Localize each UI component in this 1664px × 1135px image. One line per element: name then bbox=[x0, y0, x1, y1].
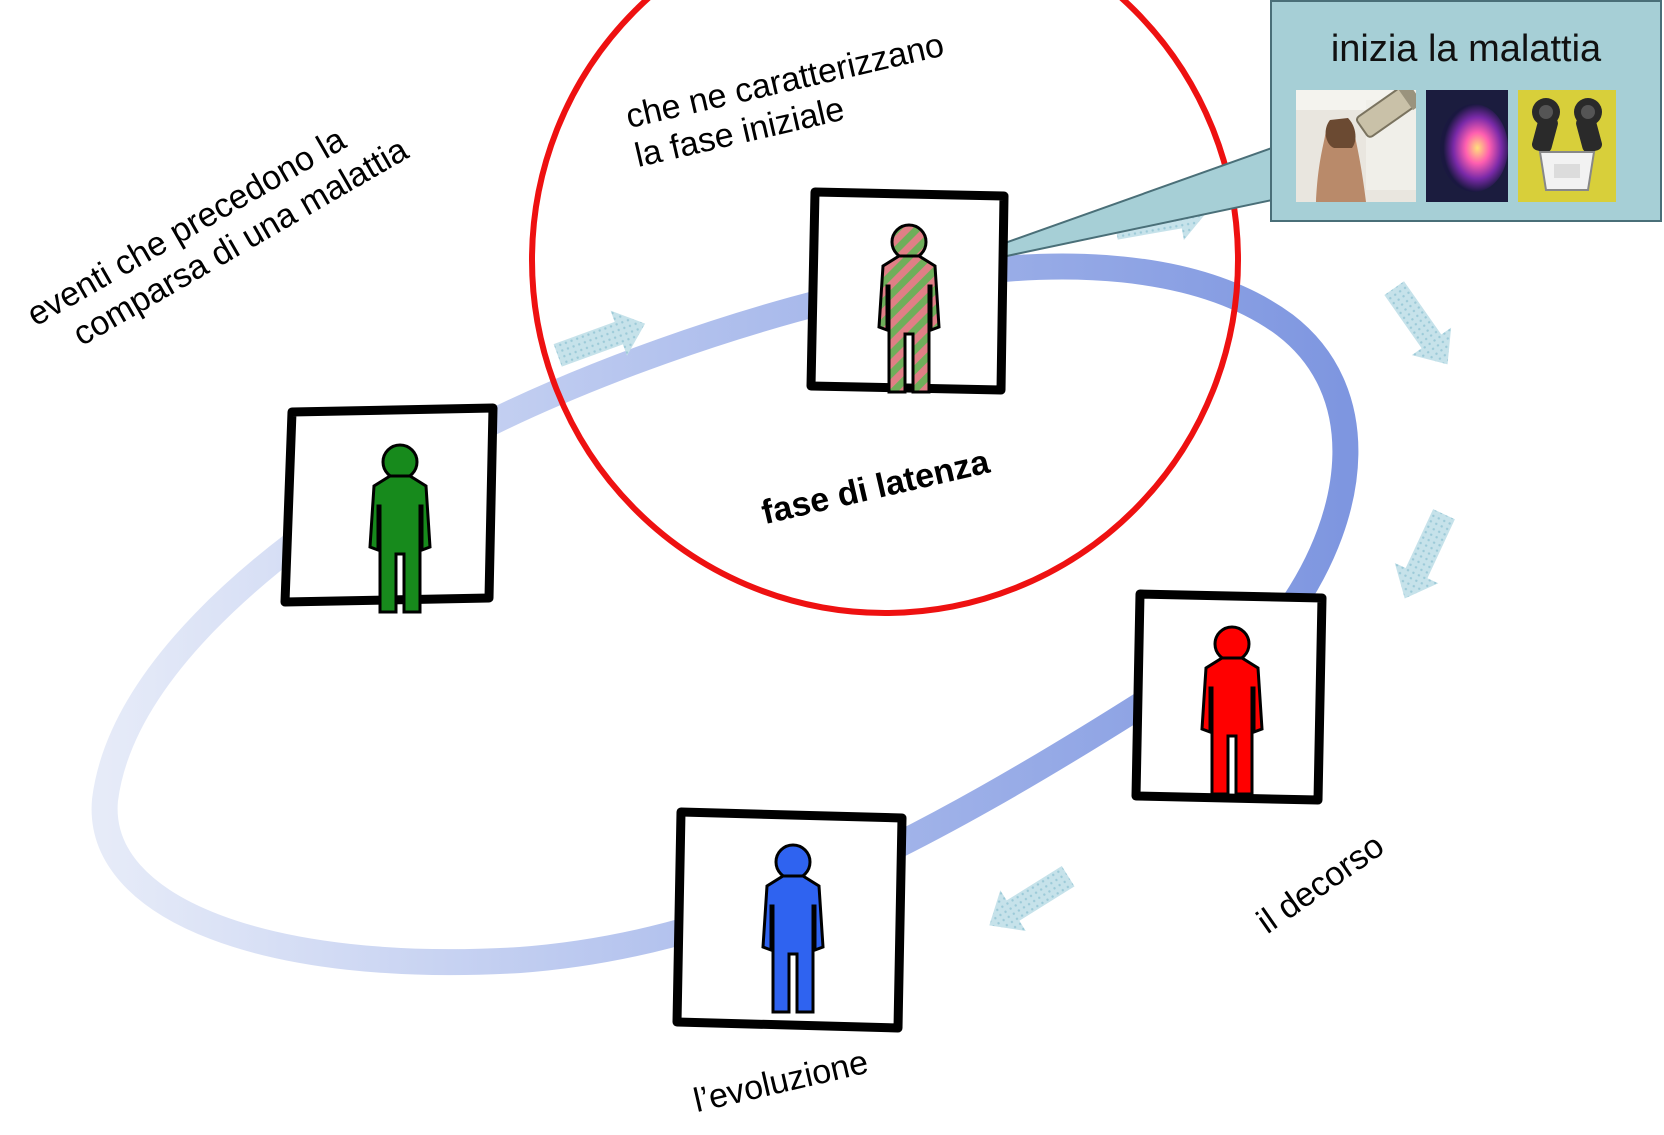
figure-evolution bbox=[672, 807, 907, 1033]
callout-box: inizia la malattia bbox=[1270, 0, 1662, 222]
figure-latency bbox=[806, 187, 1009, 395]
mammography-photo bbox=[1296, 90, 1416, 202]
arrow-down-1 bbox=[1384, 281, 1452, 365]
arrow-course-to-evolution bbox=[989, 865, 1075, 931]
figure-course bbox=[1131, 589, 1327, 805]
callout-title: inizia la malattia bbox=[1330, 28, 1602, 70]
thermal-image bbox=[1426, 90, 1508, 202]
microscope-photo bbox=[1518, 90, 1616, 202]
arrow-before-to-latency bbox=[553, 310, 646, 367]
latency-circle bbox=[529, 0, 1241, 616]
arrow-down-2 bbox=[1394, 509, 1455, 599]
figure-before bbox=[280, 403, 498, 614]
